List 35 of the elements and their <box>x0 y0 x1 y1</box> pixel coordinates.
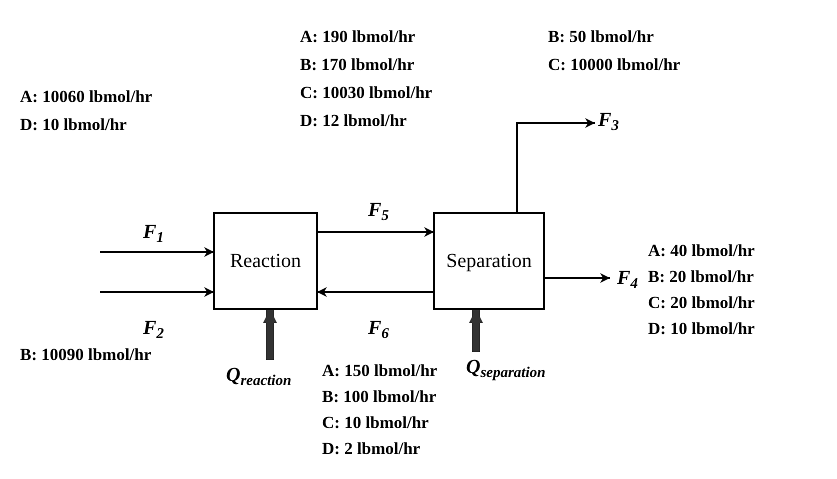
stream-label: F$_{4}$ <box>617 268 638 288</box>
flow-rate-text: D: 10 lbmol/hr <box>648 320 755 337</box>
stream-label: F$_{6}$ <box>368 318 389 338</box>
flow-rate-text: B: 170 lbmol/hr <box>300 56 414 73</box>
stream-arrow <box>100 287 214 297</box>
heat-input-arrow <box>263 309 277 360</box>
flow-rate-text: B: 10090 lbmol/hr <box>20 346 152 363</box>
flow-rate-text: D: 2 lbmol/hr <box>322 440 420 457</box>
stream-label: F$_{5}$ <box>368 200 389 220</box>
stream-arrow <box>516 118 595 212</box>
flow-rate-text: C: 10 lbmol/hr <box>322 414 429 431</box>
stream-arrow <box>318 227 434 237</box>
stream-arrow <box>317 287 433 297</box>
flow-rate-text: B: 50 lbmol/hr <box>548 28 654 45</box>
flow-rate-text: C: 20 lbmol/hr <box>648 294 755 311</box>
heat-input-arrow <box>469 309 483 352</box>
flow-rate-text: B: 100 lbmol/hr <box>322 388 436 405</box>
flow-rate-text: D: 10 lbmol/hr <box>20 116 127 133</box>
flow-rate-text: A: 190 lbmol/hr <box>300 28 416 45</box>
heat-label: Q$_{separation}$ <box>466 352 588 382</box>
flow-rate-text: A: 150 lbmol/hr <box>322 362 438 379</box>
flow-rate-text: A: 40 lbmol/hr <box>648 242 755 259</box>
stream-label: F$_{1}$ <box>143 222 164 242</box>
flow-rate-text: D: 12 lbmol/hr <box>300 112 407 129</box>
process-box: Separation <box>433 212 545 310</box>
flow-rate-text: C: 10000 lbmol/hr <box>548 56 680 73</box>
stream-label: F$_{2}$ <box>143 318 164 338</box>
stream-arrow <box>545 273 610 283</box>
flow-rate-text: B: 20 lbmol/hr <box>648 268 754 285</box>
process-box: Reaction <box>213 212 318 310</box>
stream-label: F$_{3}$ <box>598 110 619 130</box>
flow-rate-text: C: 10030 lbmol/hr <box>300 84 432 101</box>
flow-rate-text: A: 10060 lbmol/hr <box>20 88 152 105</box>
stream-arrow <box>100 247 214 257</box>
heat-label: Q$_{reaction}$ <box>226 360 316 390</box>
